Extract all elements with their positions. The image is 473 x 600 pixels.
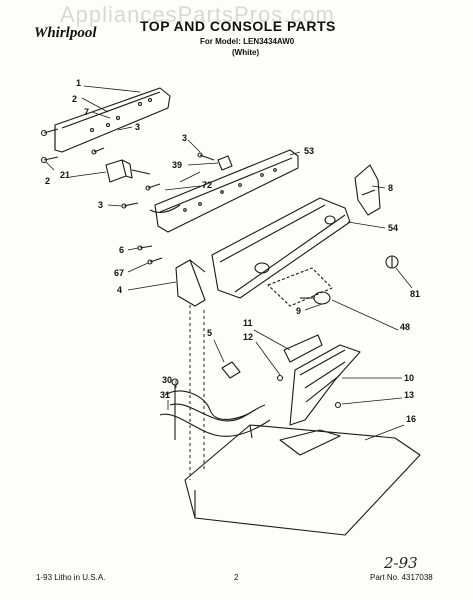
part-6-67	[137, 245, 163, 265]
part-8-end-cap	[354, 164, 381, 216]
callout-48: 48	[400, 322, 411, 332]
footer-part-number: Part No. 4317038	[370, 573, 433, 582]
callout-81: 81	[410, 289, 421, 299]
callout-31: 31	[160, 390, 171, 400]
callout-9: 9	[296, 306, 302, 316]
callout-67: 67	[114, 268, 125, 278]
part-5-connector	[221, 361, 241, 379]
brand-logo: Whirlpool	[34, 25, 97, 41]
color-line: (White)	[232, 48, 260, 57]
callout-10: 10	[404, 373, 415, 383]
callout-54: 54	[388, 223, 399, 233]
part-3-screws	[121, 183, 161, 209]
part-54-console	[211, 197, 351, 299]
part-30-31-harness	[159, 378, 271, 440]
callout-11: 11	[243, 318, 253, 328]
callout-12: 12	[243, 332, 254, 342]
callout-2: 2	[72, 94, 78, 104]
callout-2b: 2	[45, 176, 51, 186]
part-81-knob	[385, 255, 399, 269]
part-48-knob	[267, 267, 333, 307]
handwritten-date: 2-93	[384, 554, 418, 572]
part-53-control-panel	[149, 149, 299, 233]
leader-lines	[45, 85, 413, 441]
callout-6: 6	[119, 245, 125, 255]
model-line: For Model: LEN3434AW0	[200, 37, 295, 46]
callout-3: 3	[135, 122, 141, 132]
callout-21: 21	[60, 170, 71, 180]
callout-53: 53	[304, 146, 315, 156]
part-39-bracket	[197, 152, 233, 171]
page-title: TOP AND CONSOLE PARTS	[140, 18, 336, 34]
part-2-screws	[40, 128, 105, 164]
callout-16: 16	[406, 414, 417, 424]
callout-1: 1	[76, 78, 82, 88]
part-21-switch	[105, 159, 151, 183]
callout-3c: 3	[98, 200, 104, 210]
footer-page-number: 2	[234, 573, 239, 582]
callout-13: 13	[404, 390, 415, 400]
callout-4: 4	[117, 285, 123, 295]
assembly-guide-lines	[189, 305, 205, 480]
callout-5: 5	[207, 328, 213, 338]
watermark: AppliancesPartsPros.com	[60, 2, 335, 27]
part-1-console-panel	[54, 87, 171, 153]
callout-7: 7	[84, 107, 90, 117]
footer-litho: 1-93 Litho in U.S.A.	[36, 573, 106, 582]
part-4-cap	[175, 259, 206, 307]
callout-72: 72	[202, 180, 213, 190]
part-11-12	[276, 334, 323, 382]
part-16-top-panel	[184, 424, 421, 536]
callout-30: 30	[162, 375, 173, 385]
part-10-duct	[289, 344, 361, 426]
part-13-screw	[334, 401, 342, 409]
callout-8: 8	[388, 183, 394, 193]
callout-3b: 3	[182, 133, 188, 143]
callout-39: 39	[172, 160, 183, 170]
